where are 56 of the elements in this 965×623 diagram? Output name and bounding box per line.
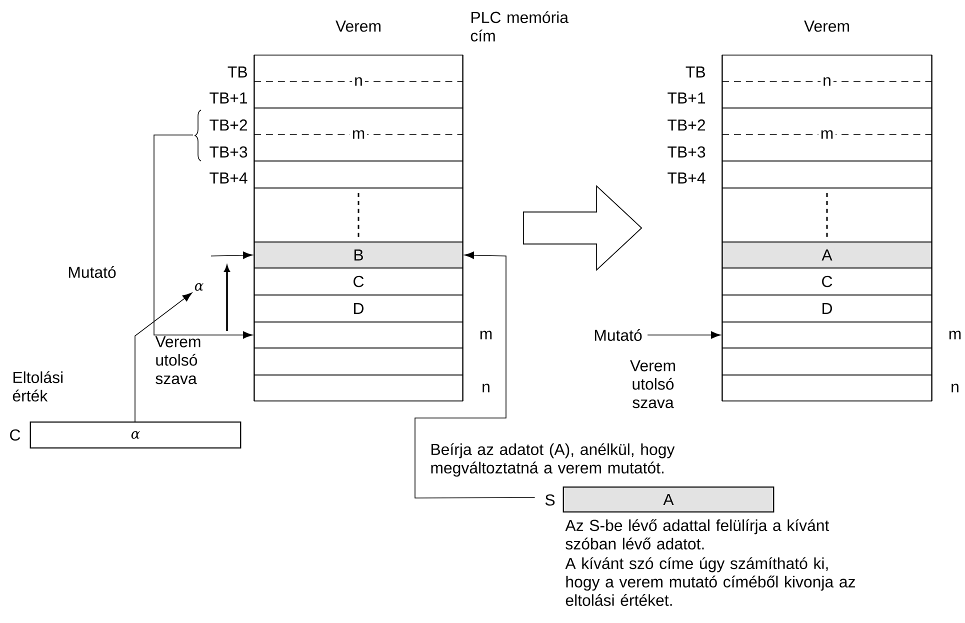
stack-row: D [254,294,464,322]
stack-row [722,188,932,242]
pointer-label: Mutató [68,266,116,278]
box-label: S [545,494,555,506]
stack-row [254,160,464,188]
stack-row [722,160,932,188]
stack-row [254,348,464,376]
stack-row: C [254,268,464,296]
offset-symbol: α [194,283,204,291]
arrow [647,331,721,339]
stack-block: m [722,108,932,162]
arrow [154,134,253,339]
note-text: Beírja az adatot (A), anélkül, hogy megváltoztatná a verem mutatót. [431,443,675,477]
stack-row [254,188,464,242]
stack-row [254,322,464,348]
address-label: TB [686,66,705,78]
node-label: Verem [804,20,849,32]
arrow [414,252,536,498]
pointer-label: Mutató [594,329,642,341]
stack-row [722,348,932,376]
note-text: Az S-be lévő adattal felülírja a kívánt szóban lévő adatot. [565,519,830,550]
stack-block: n [722,54,932,108]
stack-row: B [254,242,464,268]
data-box: α [30,421,242,449]
offset-label: Eltolási érték [12,371,63,402]
row-label: n [482,384,490,392]
node-label: Verem [336,20,380,32]
arrow [134,292,192,422]
stack-row [722,322,932,348]
arrow [210,252,253,259]
address-label: TB+2 [668,119,705,131]
address-label: TB+1 [668,92,706,104]
data-box: A [562,486,774,513]
address-label: TB+4 [210,172,248,184]
address-label: TB+2 [210,119,247,131]
row-label: m [949,330,961,340]
stack-row [722,374,932,402]
address-label: TB+4 [668,172,706,184]
stack-row [254,374,464,402]
address-label: TB+1 [210,92,248,104]
stack-row: A [722,242,932,268]
stack-end-label: Verem utolsó szava [630,360,675,408]
stack-block: n [254,54,464,108]
block-arrow [522,184,642,272]
stack-end-label: Verem utolsó szava [155,336,200,384]
address-heading: PLC memória cím [470,11,568,42]
address-label: TB+3 [668,146,706,158]
stack-row: C [722,268,932,296]
note-text: A kívánt szó címe úgy számítható ki, hogy a verem mutató címéből kivonja az eltolási értéket. [565,557,855,606]
stack-block: m [254,108,464,162]
address-label: TB+3 [210,146,248,158]
box-label: C [10,429,20,441]
stack-row: D [722,294,932,322]
row-label: m [480,330,492,340]
address-label: TB [228,66,247,78]
row-label: n [952,384,958,392]
